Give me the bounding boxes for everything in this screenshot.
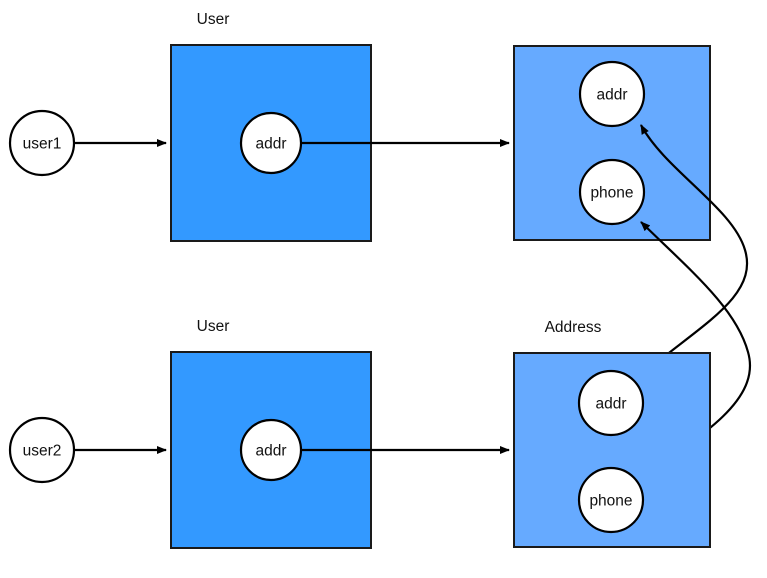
address-top-phone-node-label: phone bbox=[590, 185, 633, 202]
address-bottom-phone-node-label: phone bbox=[589, 493, 632, 510]
user-box-bottom-label: User bbox=[197, 318, 230, 335]
address-top-addr-node-label: addr bbox=[596, 87, 627, 104]
user2-node-label: user2 bbox=[23, 443, 62, 460]
user1-node-label: user1 bbox=[23, 136, 62, 153]
address-box-bottom-label: Address bbox=[545, 319, 602, 336]
address-bottom-phone-node[interactable] bbox=[577, 466, 645, 534]
user-top-addr-node[interactable] bbox=[239, 111, 303, 175]
address-bottom-addr-node[interactable] bbox=[577, 369, 645, 437]
edge-bottom-addr-to-top-addr bbox=[632, 124, 748, 384]
address-top-phone-node[interactable] bbox=[578, 158, 646, 226]
user-bottom-addr-node[interactable] bbox=[239, 418, 303, 482]
user-bottom-addr-node-label: addr bbox=[255, 443, 286, 460]
user-top-addr-node-label: addr bbox=[255, 136, 286, 153]
address-top-addr-node[interactable] bbox=[578, 60, 646, 128]
user-box-top-label: User bbox=[197, 11, 230, 28]
user1-node[interactable] bbox=[8, 109, 76, 177]
address-bottom-addr-node-label: addr bbox=[595, 396, 626, 413]
user2-node[interactable] bbox=[8, 416, 76, 484]
